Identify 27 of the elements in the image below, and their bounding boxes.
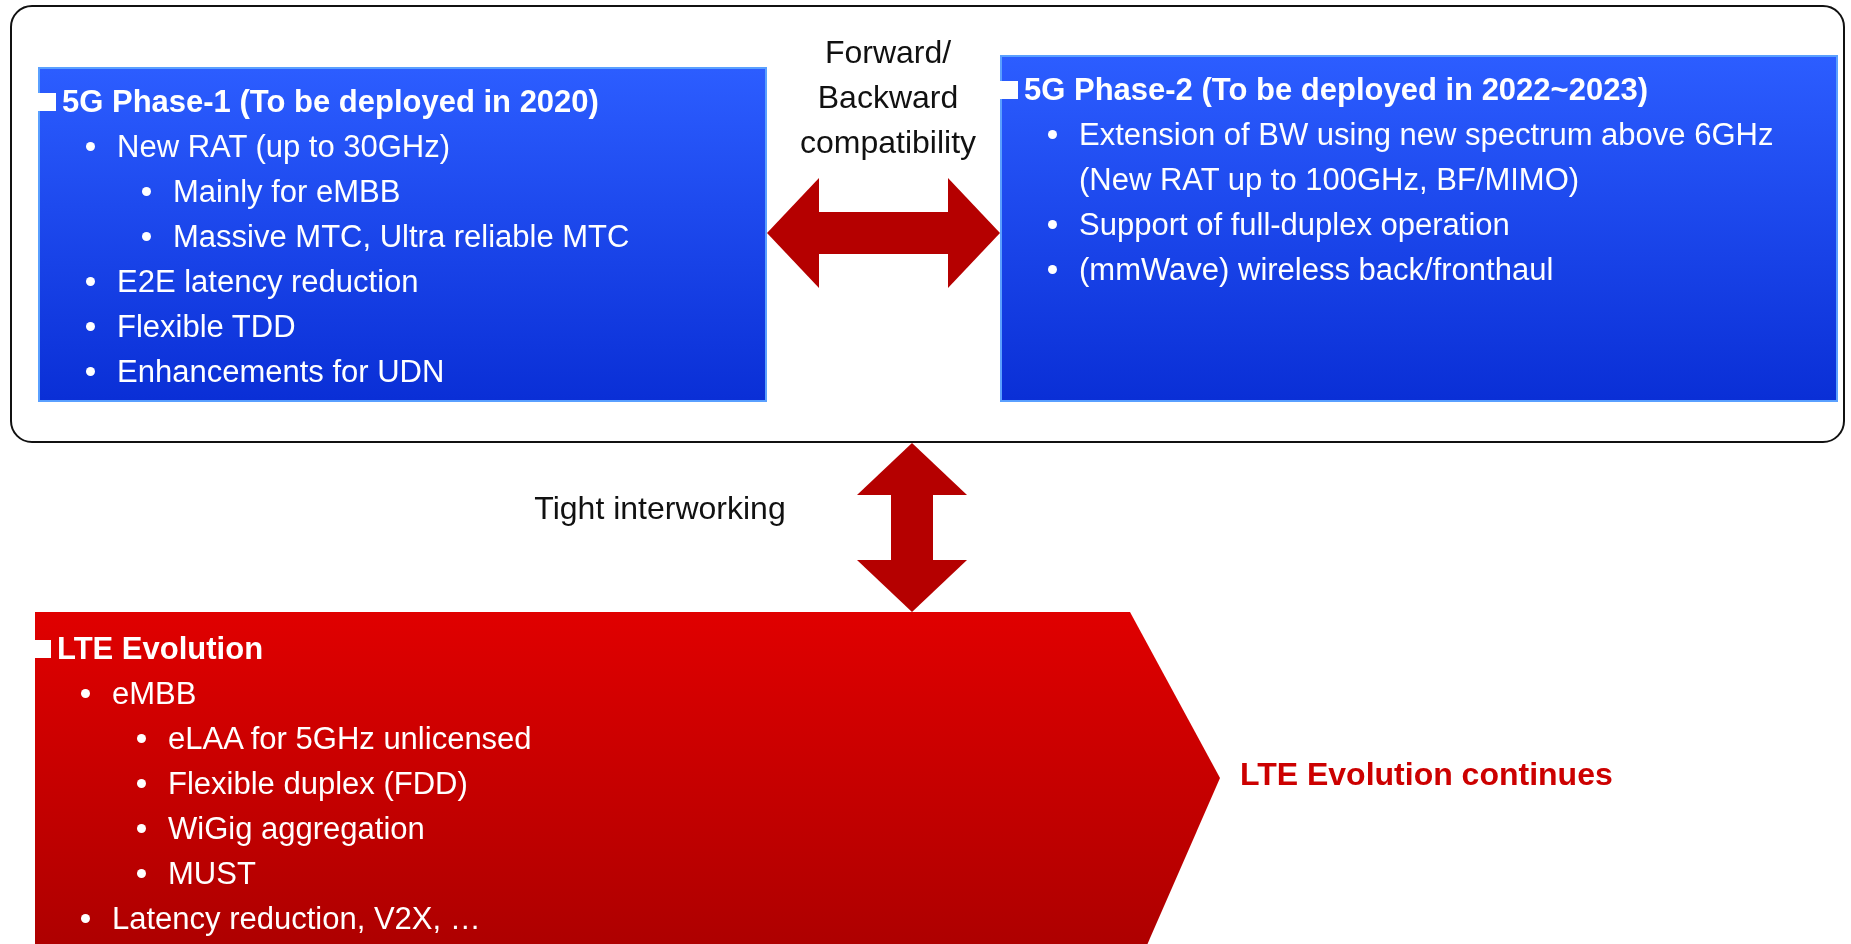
edge-label: Forward/ Backward compatibility: [798, 33, 978, 162]
group-frame: [10, 5, 1845, 443]
content-panel: [38, 67, 767, 402]
bullet-item: New RAT (up to 30GHz): [117, 129, 451, 164]
bullet-item: Latency reduction, V2X, …: [112, 901, 481, 936]
bullet-item: WiGig aggregation: [168, 811, 425, 846]
edge-label: Tight interworking: [533, 489, 787, 528]
bullet-item: Support of full-duplex operation: [1079, 207, 1510, 242]
bullet-item: eMBB: [112, 676, 197, 711]
bullet-item: Mainly for eMBB: [173, 174, 401, 209]
bullet-item: Flexible duplex (FDD): [168, 766, 468, 801]
bullet-item: Enhancements for UDN: [117, 354, 445, 389]
side-caption: LTE Evolution continues: [1240, 756, 1613, 793]
bullet-item: MUST: [168, 856, 256, 891]
bullet-item: (mmWave) wireless back/fronthaul: [1079, 252, 1554, 287]
double-arrow: [857, 443, 967, 612]
panel-heading: 5G Phase-2 (To be deployed in 2022~2023): [1024, 72, 1648, 107]
pentagon-panel: [35, 612, 1220, 944]
bullet-item: Massive MTC, Ultra reliable MTC: [173, 219, 630, 254]
panel-heading: LTE Evolution: [57, 631, 264, 666]
bullet-item: E2E latency reduction: [117, 264, 419, 299]
panel-heading: 5G Phase-1 (To be deployed in 2020): [62, 84, 599, 119]
content-panel: [1000, 55, 1838, 402]
bullet-item: eLAA for 5GHz unlicensed: [168, 721, 532, 756]
bullet-item: Extension of BW using new spectrum above 6GHz (New RAT up to 100GHz, BF/MIMO): [1079, 117, 1774, 197]
double-arrow: [767, 178, 1000, 288]
bullet-item: Flexible TDD: [117, 309, 296, 344]
